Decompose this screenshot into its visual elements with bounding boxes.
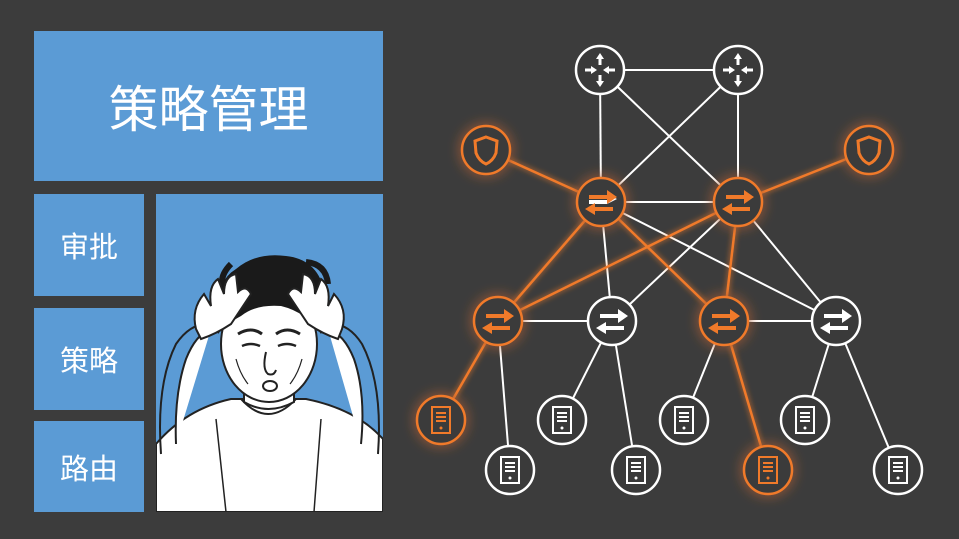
title-tile: 策略管理	[34, 31, 383, 181]
server-icon	[779, 394, 831, 446]
network-diagram	[415, 44, 924, 496]
menu-tile-label: 路由	[59, 451, 118, 486]
server-icon	[484, 444, 536, 496]
menu-tile-label: 策略	[59, 344, 118, 378]
router-icon	[712, 44, 764, 96]
server-icon	[658, 394, 710, 446]
stressed-man-meme-icon	[156, 255, 383, 512]
access-switch-icon	[810, 295, 862, 347]
firewall-shield-icon	[460, 124, 512, 176]
title-text: 策略管理	[108, 81, 309, 139]
meme-tile	[156, 194, 383, 512]
firewall-shield-icon	[843, 124, 895, 176]
server-icon	[742, 444, 794, 496]
menu-tile-label: 审批	[59, 230, 118, 264]
core-switch-icon	[575, 176, 627, 228]
server-icon	[872, 444, 924, 496]
access-switch-icon	[586, 295, 638, 347]
menu-tile-policy[interactable]: 策略	[34, 308, 144, 410]
access-switch-icon	[698, 295, 750, 347]
server-icon	[536, 394, 588, 446]
router-icon	[574, 44, 626, 96]
core-switch-icon	[712, 176, 764, 228]
menu-tile-approval[interactable]: 审批	[34, 194, 144, 296]
server-icon	[610, 444, 662, 496]
server-icon	[415, 394, 467, 446]
access-switch-icon	[472, 295, 524, 347]
menu-tile-routing[interactable]: 路由	[34, 421, 144, 512]
